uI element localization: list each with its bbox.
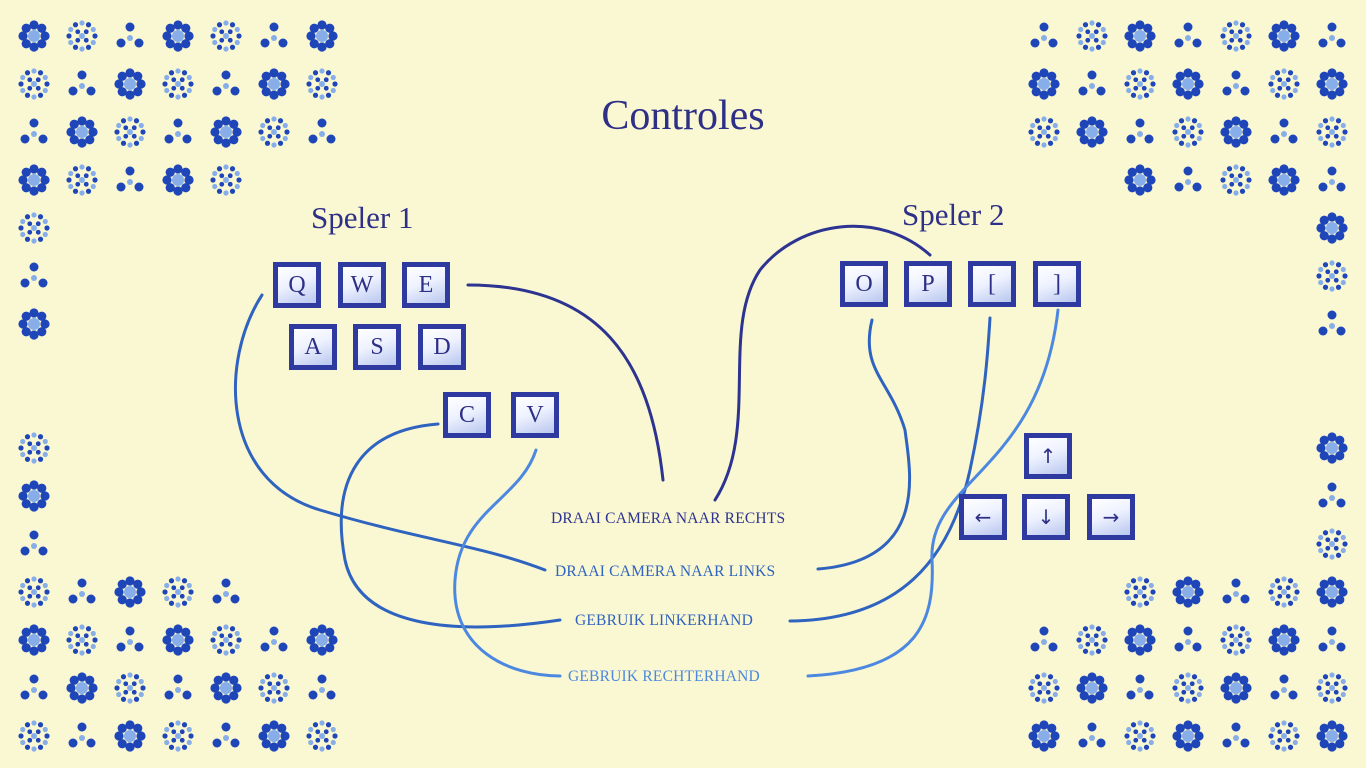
key-q: Q — [273, 262, 321, 308]
key-bracket-right: ] — [1033, 261, 1081, 307]
line-p1-w-right — [466, 283, 665, 482]
key-bracket-left: [ — [968, 261, 1016, 307]
arrow-up-icon: ↑ — [1029, 438, 1067, 474]
key-p: P — [904, 261, 952, 307]
key-arrow-left: ← — [959, 494, 1007, 540]
key-arrow-right: → — [1087, 494, 1135, 540]
line-p2-bracket-righthand — [806, 308, 1060, 678]
arrow-left-icon: ← — [964, 499, 1002, 535]
key-s: S — [353, 324, 401, 370]
line-p2-o-left — [816, 318, 912, 571]
action-use-right-hand: GEBRUIK RECHTERHAND — [568, 668, 760, 685]
key-o: O — [840, 261, 888, 307]
key-arrow-up: ↑ — [1024, 433, 1072, 479]
page-title: Controles — [601, 93, 765, 139]
action-turn-camera-right: DRAAI CAMERA NAAR RECHTS — [551, 510, 786, 527]
action-turn-camera-left: DRAAI CAMERA NAAR LINKS — [555, 563, 776, 580]
player2-label: Speler 2 — [902, 197, 1005, 232]
arrow-right-icon: → — [1092, 499, 1130, 535]
key-v: V — [511, 392, 559, 438]
key-c: C — [443, 392, 491, 438]
player1-label: Speler 1 — [311, 200, 414, 235]
line-p1-c-lefthand — [339, 422, 562, 629]
line-p1-q-left — [233, 293, 547, 572]
line-p1-v-righthand — [453, 448, 562, 678]
key-d: D — [418, 324, 466, 370]
action-use-left-hand: GEBRUIK LINKERHAND — [575, 612, 753, 629]
line-p2-bracket-lefthand — [788, 316, 992, 623]
key-e: E — [402, 262, 450, 308]
key-a: A — [289, 324, 337, 370]
key-w: W — [338, 262, 386, 308]
key-arrow-down: ↓ — [1022, 494, 1070, 540]
line-p2-o-right — [713, 224, 932, 502]
arrow-down-icon: ↓ — [1027, 499, 1065, 535]
